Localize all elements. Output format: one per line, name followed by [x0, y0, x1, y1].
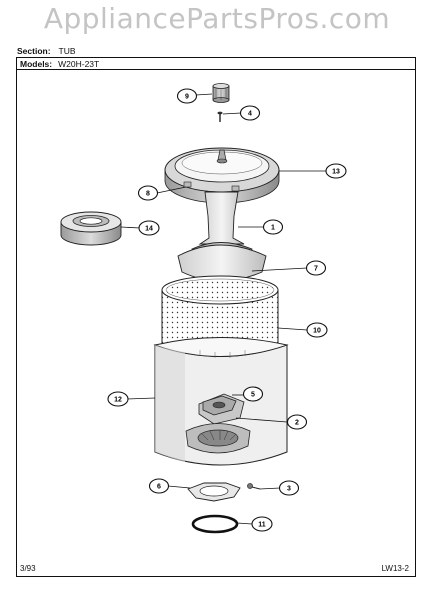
footer-date: 3/93: [20, 564, 36, 573]
callout-6: 6: [148, 478, 170, 494]
callouts: 9 4 13 8 1 14 7 10: [107, 88, 347, 532]
callout-12-label: 12: [114, 397, 122, 404]
part-3-screw: [247, 483, 261, 490]
callout-10: 10: [306, 322, 328, 338]
part-4-screw: [217, 111, 223, 122]
callout-2-label: 2: [295, 420, 299, 427]
models-label: Models:: [20, 59, 53, 69]
leader-lines: [120, 93, 326, 525]
callout-3-label: 3: [287, 486, 291, 493]
part-1-agitator: [177, 191, 267, 282]
callout-9: 9: [176, 88, 198, 104]
part-13-tub-ring: [164, 147, 280, 204]
section-label: Section:: [17, 46, 51, 56]
callout-7-label: 7: [314, 266, 318, 273]
callout-13: 13: [325, 163, 347, 179]
callout-3: 3: [278, 480, 300, 496]
footer-page-code: LW13-2: [381, 564, 409, 573]
callout-7: 7: [305, 260, 327, 276]
section-line: Section: TUB: [17, 46, 76, 56]
callout-1: 1: [262, 219, 284, 235]
callout-14: 14: [138, 220, 160, 236]
models-row: Models: W20H-23T: [17, 58, 415, 70]
callout-4-label: 4: [248, 111, 252, 118]
callout-14-label: 14: [145, 226, 153, 233]
callout-6-label: 6: [157, 484, 161, 491]
callout-5: 5: [242, 386, 264, 402]
callout-4: 4: [239, 105, 261, 121]
callout-9-label: 9: [185, 94, 189, 101]
diagram-frame: Models: W20H-23T 3/93 LW13-2: [16, 57, 416, 577]
watermark-text: AppliancePartsPros.com: [43, 2, 391, 35]
models-value: W20H-23T: [58, 59, 100, 69]
callout-11: 11: [251, 516, 273, 532]
callout-8-label: 8: [146, 191, 150, 198]
callout-10-label: 10: [313, 328, 321, 335]
part-5-seal: [202, 395, 237, 416]
callout-13-label: 13: [332, 169, 340, 176]
part-14-balance-ring: [60, 211, 122, 246]
section-value: TUB: [58, 46, 76, 56]
part-11-o-ring: [191, 514, 239, 534]
callout-12: 12: [107, 391, 129, 407]
part-6-gasket: [187, 482, 241, 502]
callout-8: 8: [137, 185, 159, 201]
callout-2: 2: [286, 414, 308, 430]
callout-5-label: 5: [251, 392, 255, 399]
models-line: Models: W20H-23T: [20, 59, 99, 69]
callout-1-label: 1: [271, 225, 275, 232]
part-9-cap: [212, 83, 230, 103]
callout-11-label: 11: [258, 522, 266, 529]
